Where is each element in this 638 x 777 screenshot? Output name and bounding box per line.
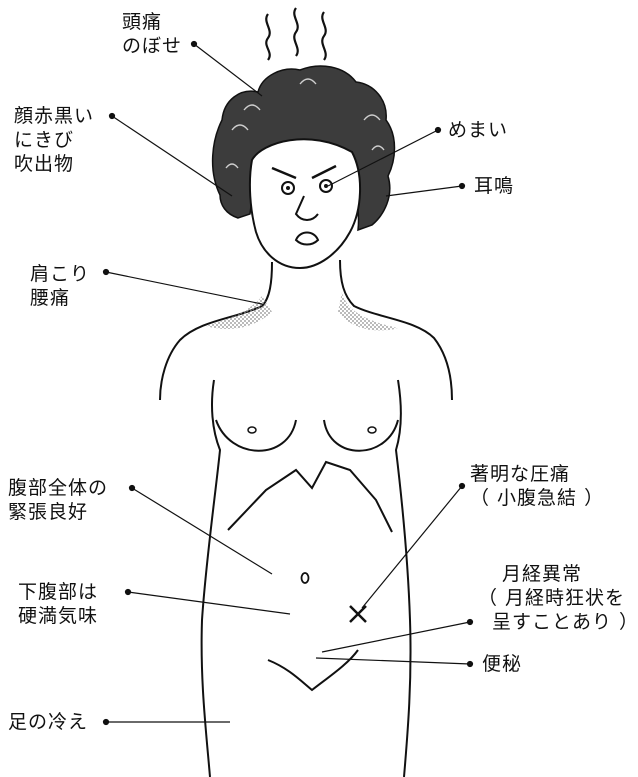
label-lower-abdomen: 下腹部は 硬満気味 <box>18 580 98 628</box>
label-shoulder: 肩こり 腰痛 <box>30 262 90 310</box>
label-menstrual: 月経異常 （ 月経時狂状を 呈すことあり ） <box>478 562 638 634</box>
label-dizziness: めまい <box>448 118 508 142</box>
heat-waves <box>266 8 325 60</box>
label-headache: 頭痛 のぼせ <box>122 10 182 58</box>
label-tenderness: 著明な圧痛 （ 小腹急結 ） <box>470 462 604 510</box>
left-breast <box>216 420 296 451</box>
mouth <box>296 233 318 245</box>
right-breast <box>324 420 398 451</box>
ribcage-line <box>228 462 392 532</box>
tenderness-mark <box>350 606 366 622</box>
label-constipation: 便秘 <box>482 652 522 676</box>
label-face: 顔赤黒い にきび 吹出物 <box>14 104 94 176</box>
label-cold-feet: 足の冷え <box>8 710 88 734</box>
label-abdomen-tension: 腹部全体の 緊張良好 <box>8 476 108 524</box>
navel <box>302 573 309 583</box>
face <box>250 139 360 268</box>
label-tinnitus: 耳鳴 <box>474 174 514 198</box>
pubic-line <box>268 650 358 690</box>
shoulder-shading-left <box>206 296 272 329</box>
body-outline <box>160 260 452 777</box>
